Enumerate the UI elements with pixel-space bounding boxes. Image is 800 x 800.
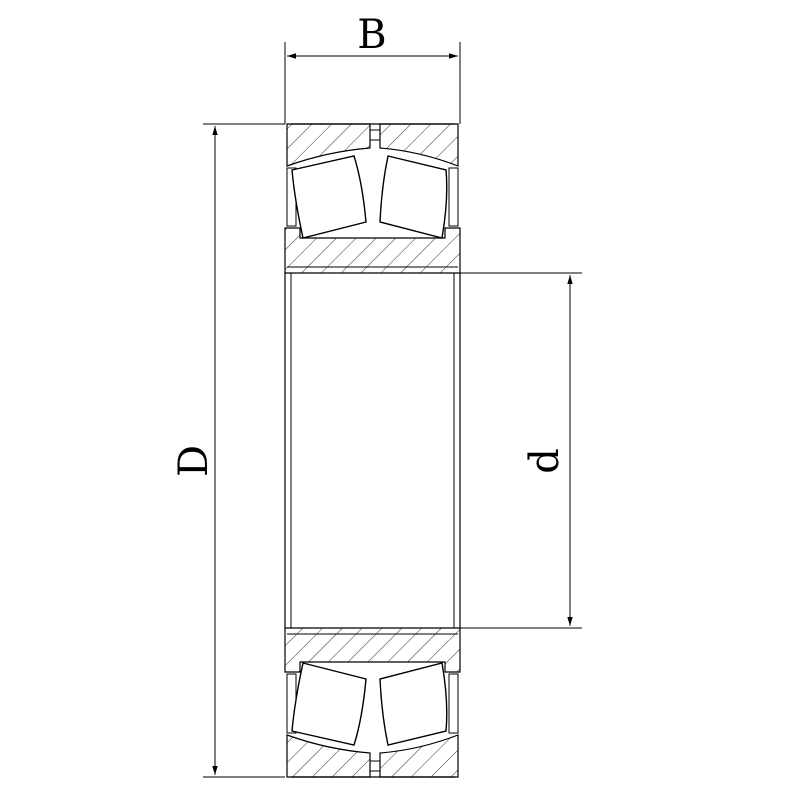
bearing-top-half: [284, 123, 461, 274]
dimension-d-outer: D: [171, 123, 285, 778]
dimension-b: B: [284, 12, 461, 124]
roller-bottom-left: [291, 662, 367, 746]
outer-ring-bottom-right: [379, 734, 459, 778]
outer-ring-top-right: [379, 123, 459, 167]
outer-ring-lube-groove: [370, 129, 380, 141]
outer-ring-bottom-left: [286, 734, 371, 778]
roller-top-left: [291, 155, 367, 239]
outer-ring-bottom-lube-groove: [370, 760, 380, 772]
cage-top-right: [448, 167, 459, 227]
roller-bottom-right: [379, 662, 448, 746]
dimension-label-d-outer: D: [171, 445, 217, 477]
cage-bottom-right: [448, 673, 459, 734]
bearing-bottom-half: [284, 627, 461, 778]
dimension-label-d-bore: d: [522, 448, 568, 474]
bore-section: [284, 273, 461, 628]
inner-ring-bottom: [284, 627, 461, 673]
inner-ring-top: [284, 227, 461, 274]
roller-top-right: [379, 155, 448, 239]
dimension-d-bore: d: [460, 272, 582, 629]
dimension-label-b: B: [357, 12, 386, 58]
outer-ring-top-left: [286, 123, 371, 167]
